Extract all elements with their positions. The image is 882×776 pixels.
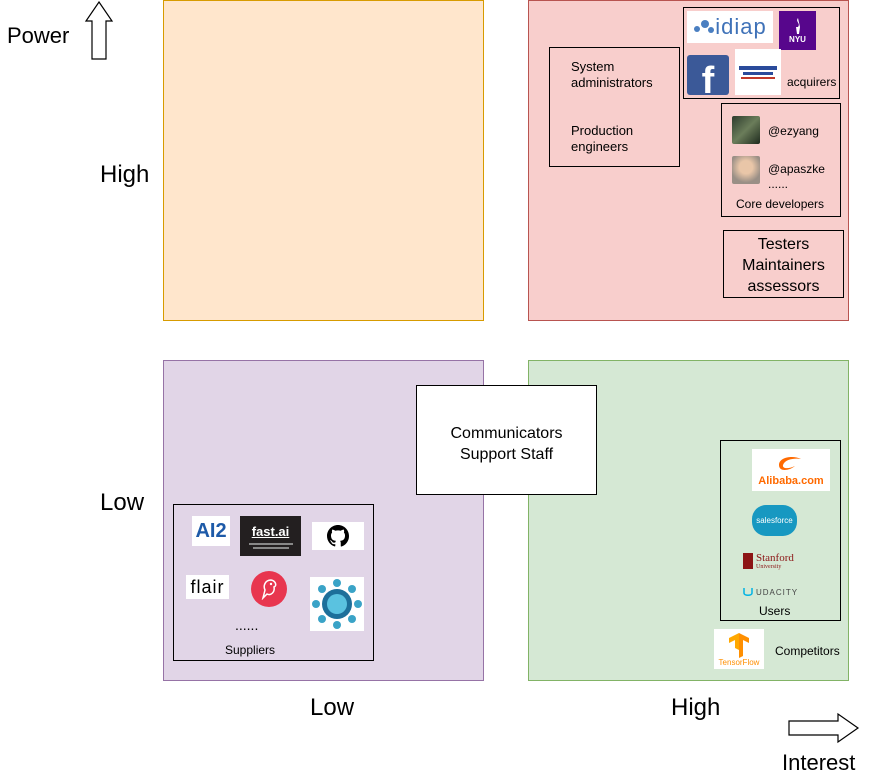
salesforce-logo: salesforce [752,505,797,536]
users-label: Users [759,604,791,618]
torch-icon [795,18,800,34]
fastai-text: fast.ai [251,523,290,539]
x-axis-title: Interest [782,750,856,775]
quadrant-high-power-high-interest [528,0,849,321]
ezyang-avatar [732,116,760,144]
support-staff-label: Support Staff [459,446,554,463]
stanford-wordmark: Stanford University [756,551,794,570]
github-logo [312,522,364,550]
salesforce-text: salesforce [756,516,793,525]
flair-text: flair [190,576,225,597]
production-engineers-label: Production engineers [571,123,634,155]
alibaba-mark-icon [779,457,801,470]
institution-bar-2 [743,71,773,75]
ai2-logo: AI2 [192,516,230,546]
nyu-logo: NYU [779,11,816,50]
communicators-label: Communicators [450,425,563,442]
idiap-logo: idiap [687,11,773,43]
up-arrow-icon [84,1,114,60]
idiap-text: idiap [715,14,767,39]
x-low-label: Low [310,694,355,721]
core-developers-label: Core developers [736,197,825,211]
testers-label: Testers [757,236,810,253]
y-axis-title: Power [7,23,70,48]
institution-bar-1 [739,65,777,70]
acquirers-label: acquirers [787,75,837,89]
maintainers-label: Maintainers [742,257,825,274]
users-box: Alibaba.com salesforce Stanford Universi… [720,440,841,621]
core-developers-box: @ezyang @apaszke ...... Core developers [721,103,841,217]
parrot-logo [251,571,287,607]
fastai-tagline-bar-2 [252,546,289,549]
stanford-text: Stanford [756,551,794,564]
alibaba-text: Alibaba.com [758,475,824,487]
apaszke-avatar [732,156,760,184]
flower-logo [310,577,364,631]
acquirers-box: idiap NYU f acquirers [683,7,840,99]
idiap-mark-icon [694,20,715,33]
facebook-text: f [701,59,715,96]
tensorflow-icon [729,632,749,658]
x-high-label: High [671,694,721,721]
core-developers-ellipsis: ...... [768,177,789,191]
ai2-text: AI2 [195,519,227,542]
suppliers-label: Suppliers [225,643,276,657]
apaszke-handle: @apaszke [768,162,825,176]
fastai-tagline-bar [248,542,293,545]
suppliers-ellipsis: ...... [235,617,259,633]
y-low-label: Low [100,489,145,516]
stanford-logo: Stanford University [743,550,801,572]
institution-bar-3 [741,76,775,79]
assessors-label: assessors [747,278,820,295]
testers-box: Testers Maintainers assessors [723,230,844,298]
admins-box: System administrators Production enginee… [549,47,680,167]
stanford-sub-text: University [756,563,782,570]
quadrant-high-power-low-interest [163,0,484,321]
nyu-text: NYU [789,35,806,44]
udacity-logo: UDACITY [743,584,813,600]
udacity-icon [743,588,753,596]
ezyang-handle: @ezyang [768,124,819,138]
udacity-text: UDACITY [756,587,799,597]
github-icon [327,525,349,547]
suppliers-box: AI2 fast.ai flair ...... Suppliers [173,504,374,661]
stanford-tree-icon [743,553,753,569]
y-high-label: High [100,161,150,188]
alibaba-logo: Alibaba.com [752,449,830,491]
institution-logo [735,49,781,95]
fastai-logo: fast.ai [240,516,301,556]
tensorflow-logo: TensorFlow [714,629,764,669]
flower-mark-icon [312,579,362,629]
right-arrow-icon [788,712,860,744]
flair-logo: flair [186,575,229,599]
facebook-logo: f [687,55,729,95]
communicators-box: Communicators Support Staff [416,385,597,495]
competitors-label: Competitors [775,644,840,658]
tensorflow-text: TensorFlow [718,657,760,667]
parrot-icon [261,579,277,600]
admins-label: System administrators [571,59,653,91]
